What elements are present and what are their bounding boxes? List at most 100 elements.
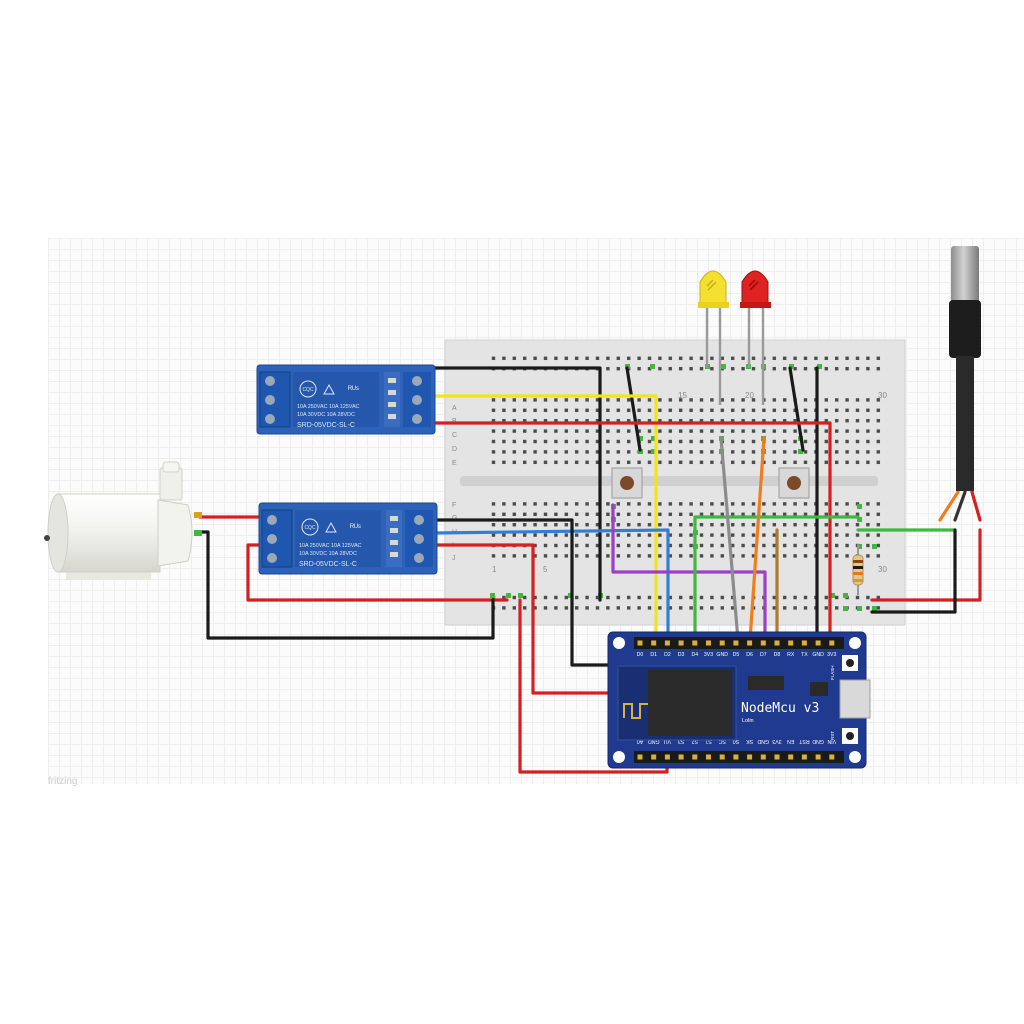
nodemcu-top-pin-14: [829, 640, 835, 646]
nodemcu-top-pin-label-7: D5: [733, 652, 740, 658]
temperature-sensor-probe: [949, 246, 981, 491]
nodemcu-top-pin-13: [815, 640, 821, 646]
wire-black-pump-gnd: [198, 530, 495, 640]
nodemcu-bottom-pin-5: [706, 754, 711, 760]
column-number-20: 20: [745, 391, 754, 400]
nodemcu-top-pin-label-14: 3V3: [827, 652, 836, 658]
nodemcu-top-pin-0: [637, 640, 643, 646]
nodemcu-top-pin-label-13: GND: [812, 652, 824, 658]
wire-red-relay2-com: [246, 543, 509, 602]
wire-sensor-orange-lead: [938, 490, 960, 522]
relay-2-brand-logo: CQC: [304, 525, 316, 531]
wire-orange-led: [748, 436, 766, 642]
nodemcu-bottom-pin-0: [637, 754, 643, 760]
nodemcu-bottom-pin-3: [678, 754, 684, 760]
column-number-15: 15: [678, 391, 687, 400]
relay-2-model: SRD-05VDC-SL-C: [299, 561, 357, 568]
corner-watermark: fritzing: [48, 776, 77, 787]
column-number-1: 1: [492, 565, 497, 574]
column-number-30-top: 30: [878, 391, 887, 400]
wire-purple: [611, 503, 767, 642]
push-button-2: [778, 467, 810, 499]
rst-button-label: RST: [830, 731, 835, 740]
nodemcu-subtitle: Lolin: [742, 718, 754, 724]
wire-sensor-red-lead: [970, 490, 982, 522]
nodemcu-bottom-pin-label-4: S2: [692, 738, 698, 744]
relay-module-2: CQC ᴿᵁˢ 10A 250VAC 10A 125VAC 10A 30VDC …: [258, 502, 438, 575]
relay-2-rating-line-1: 10A 250VAC 10A 125VAC: [299, 543, 362, 549]
push-button-1: [611, 467, 643, 499]
relay-1-rating-line-1: 10A 250VAC 10A 125VAC: [297, 404, 360, 410]
wire-green-sensor-signal: [693, 515, 860, 642]
nodemcu-bottom-pin-13: [815, 754, 821, 760]
wire-sensor-black: [870, 528, 957, 614]
nodemcu-bottom-pin-label-5: S1: [705, 738, 711, 744]
row-letter-d: D: [452, 446, 457, 453]
column-number-30-bottom: 30: [878, 565, 887, 574]
nodemcu-top-pin-12: [801, 640, 807, 646]
nodemcu-top-pin-label-1: D1: [650, 652, 657, 658]
nodemcu-bottom-pin-12: [801, 754, 807, 760]
nodemcu-bottom-pin-10: [774, 754, 780, 760]
nodemcu-bottom-pin-label-13: GND: [812, 738, 824, 744]
relay-1-model: SRD-05VDC-SL-C: [297, 422, 355, 429]
ul-mark-icon: ᴿᵁˢ: [348, 384, 359, 394]
row-letter-c: C: [452, 432, 457, 439]
nodemcu-bottom-pin-1: [651, 754, 657, 760]
nodemcu-title: NodeMcu v3: [741, 701, 819, 716]
nodemcu-top-pin-label-11: RX: [787, 652, 795, 658]
nodemcu-top-pin-label-3: D3: [678, 652, 685, 658]
wire-yellow-relay1-signal: [431, 394, 658, 642]
nodemcu-bottom-pin-6: [719, 754, 725, 760]
nodemcu-top-pin-label-5: 3V3: [704, 652, 713, 658]
wire-black-diagonal-2: [788, 366, 805, 452]
relay-module-1: CQC ᴿᵁˢ 10A 250VAC 10A 125VAC 10A 30VDC …: [256, 364, 436, 435]
relay-1-brand-logo: CQC: [302, 387, 314, 393]
nodemcu-top-pin-10: [774, 640, 780, 646]
nodemcu-bottom-pin-label-1: GND: [648, 738, 660, 744]
nodemcu-bottom-pin-9: [760, 754, 766, 760]
nodemcu-top-pin-7: [733, 640, 739, 646]
nodemcu-bottom-pin-4: [692, 754, 698, 760]
water-pump: [44, 461, 202, 580]
nodemcu-top-pin-label-9: D7: [760, 652, 767, 658]
column-number-5: 5: [543, 565, 548, 574]
wire-red-relay1-vcc: [431, 421, 832, 642]
ul-mark-icon: ᴿᵁˢ: [350, 522, 361, 532]
nodemcu-top-pin-label-6: GND: [716, 652, 728, 658]
wire-sensor-red: [870, 528, 982, 602]
nodemcu-bottom-pin-8: [747, 754, 753, 760]
nodemcu-top-pin-label-10: D8: [774, 652, 781, 658]
row-letter-f: F: [452, 502, 456, 509]
wire-red-relay2-vcc: [433, 543, 642, 695]
nodemcu-top-pin-3: [678, 640, 684, 646]
row-letter-e: E: [452, 460, 457, 467]
row-letter-a: A: [452, 405, 457, 412]
row-letter-j: J: [452, 555, 456, 562]
wire-sensor-black-lead: [953, 490, 967, 522]
nodemcu-bottom-pin-11: [788, 754, 794, 760]
nodemcu-top-pin-label-0: D0: [637, 652, 644, 658]
nodemcu-top-pin-8: [747, 640, 753, 646]
nodemcu-bottom-pin-2: [664, 754, 670, 760]
nodemcu-bottom-pin-label-11: EN: [787, 738, 794, 744]
nodemcu-bottom-pin-label-9: GND: [757, 738, 769, 744]
nodemcu-bottom-pin-label-7: S0: [733, 738, 739, 744]
nodemcu-bottom-pin-label-3: S3: [678, 738, 684, 744]
nodemcu-top-pin-4: [692, 640, 698, 646]
nodemcu-top-pin-label-4: D4: [691, 652, 698, 658]
breadboard: A B C D E F G H I J 15 20 30 1 5 30: [444, 339, 906, 626]
nodemcu-top-pin-6: [719, 640, 725, 646]
nodemcu-bottom-pin-label-6: SC: [718, 738, 725, 744]
nodemcu-bottom-pin-label-2: VU: [664, 738, 671, 744]
relay-1-rating-line-2: 10A 30VDC 10A 28VDC: [297, 412, 355, 418]
nodemcu-top-pin-5: [706, 640, 711, 646]
nodemcu-bottom-pin-label-12: RST: [798, 738, 809, 744]
nodemcu-bottom-pin-label-10: 3V3: [772, 738, 781, 744]
nodemcu-top-pin-2: [664, 640, 670, 646]
nodemcu-bottom-pin-label-0: A0: [637, 738, 643, 744]
yellow-led: [698, 270, 729, 405]
wire-black-relay1-to-rail: [431, 366, 602, 602]
